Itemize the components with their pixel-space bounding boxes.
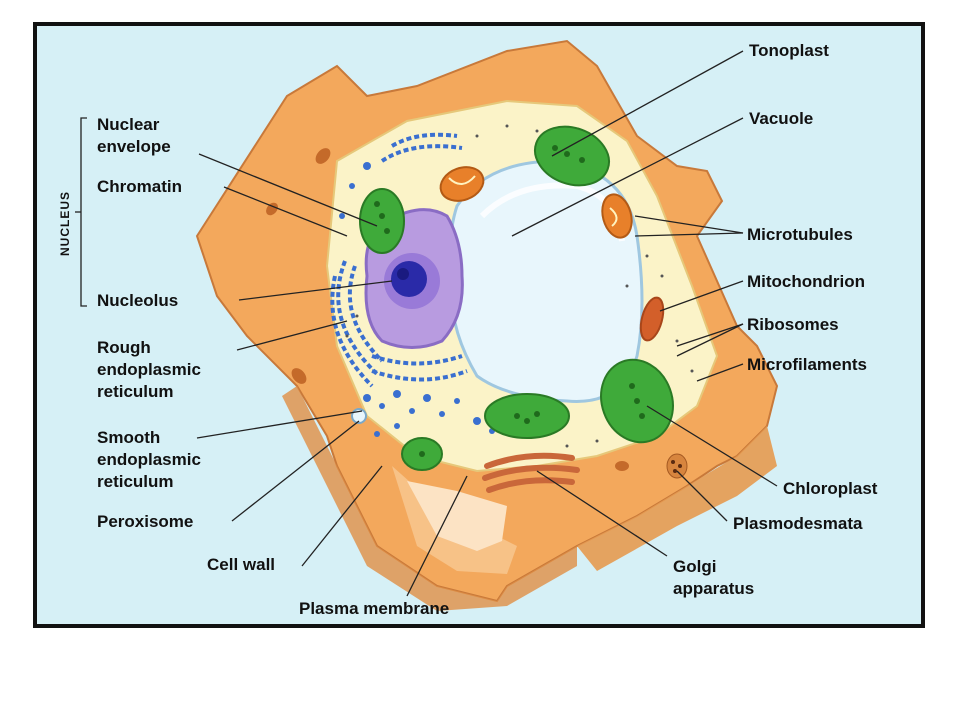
ribosomes <box>345 124 694 448</box>
label-smooth-er-2: endoplasmic <box>97 450 201 469</box>
label-smooth-er-1: Smooth <box>97 428 160 447</box>
label-plasma-membrane: Plasma membrane <box>299 599 449 618</box>
label-rough-er-1: Rough <box>97 338 151 357</box>
label-rough-er-2: endoplasmic <box>97 360 201 379</box>
nucleus-group-label: NUCLEUS <box>58 191 72 256</box>
smooth-er <box>339 162 495 437</box>
label-nuclear-envelope-2: envelope <box>97 137 171 156</box>
label-microtubules: Microtubules <box>747 225 853 244</box>
mitochondrion <box>439 166 665 342</box>
label-microfilaments: Microfilaments <box>747 355 867 374</box>
plasmodesmata <box>266 148 688 479</box>
rough-er <box>330 132 468 388</box>
leader-lines <box>196 50 778 597</box>
diagram-frame: NUCLEUS Nuclear envelope Chromatin Nucle… <box>33 22 925 628</box>
label-peroxisome: Peroxisome <box>97 512 193 531</box>
plant-cell-diagram: NUCLEUS Nuclear envelope Chromatin Nucle… <box>58 39 878 618</box>
label-tonoplast: Tonoplast <box>749 41 829 60</box>
label-mitochondrion: Mitochondrion <box>747 272 865 291</box>
label-ribosomes: Ribosomes <box>747 315 839 334</box>
golgi-apparatus <box>482 452 580 493</box>
label-golgi-2: apparatus <box>673 579 754 598</box>
label-vacuole: Vacuole <box>749 109 813 128</box>
label-nucleolus: Nucleolus <box>97 291 178 310</box>
label-golgi-1: Golgi <box>673 557 716 576</box>
label-smooth-er-3: reticulum <box>97 472 174 491</box>
label-chromatin: Chromatin <box>97 177 182 196</box>
label-rough-er-3: reticulum <box>97 382 174 401</box>
label-nuclear-envelope-1: Nuclear <box>97 115 160 134</box>
label-plasmodesmata: Plasmodesmata <box>733 514 863 533</box>
chloroplast <box>359 125 674 471</box>
nucleus-bracket: NUCLEUS <box>58 117 87 307</box>
label-cell-wall: Cell wall <box>207 555 275 574</box>
label-chloroplast: Chloroplast <box>783 479 878 498</box>
